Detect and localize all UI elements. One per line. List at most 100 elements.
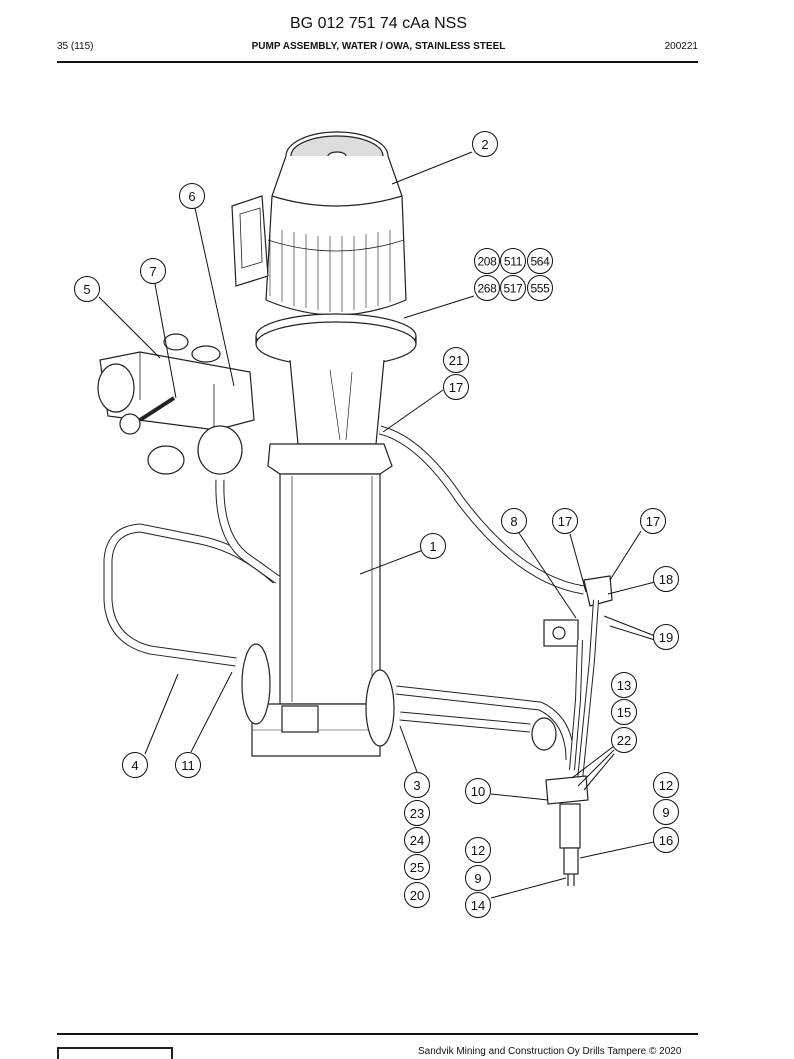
callout-circle <box>611 699 637 725</box>
callout-circle <box>552 508 578 534</box>
callout-17: 17 <box>443 374 469 400</box>
callout-label: 9 <box>662 805 669 820</box>
callout-circle <box>653 772 679 798</box>
callout-circle <box>404 800 430 826</box>
callout-label: 20 <box>410 888 424 903</box>
callout-517: 517 <box>500 275 526 301</box>
callout-circle <box>443 347 469 373</box>
callout-circle <box>474 275 500 301</box>
callout-label: 7 <box>149 264 156 279</box>
callout-label: 11 <box>181 758 195 773</box>
callout-label: 4 <box>131 758 138 773</box>
callout-label: 511 <box>504 255 523 269</box>
callout-circle <box>474 248 500 274</box>
callout-label: 25 <box>410 860 424 875</box>
callout-20: 20 <box>404 882 430 908</box>
callout-9: 9 <box>653 799 679 825</box>
leader-lines <box>98 151 656 899</box>
callout-208: 208 <box>474 248 500 274</box>
callout-label: 16 <box>659 833 673 848</box>
callout-circle <box>527 248 553 274</box>
callout-circle <box>465 837 491 863</box>
callout-label: 15 <box>617 705 631 720</box>
callout-24: 24 <box>404 827 430 853</box>
callout-label: 8 <box>510 514 517 529</box>
callout-12: 12 <box>465 837 491 863</box>
callout-12: 12 <box>653 772 679 798</box>
callout-circle <box>179 183 205 209</box>
callout-label: 10 <box>471 784 485 799</box>
callout-25: 25 <box>404 854 430 880</box>
callout-5: 5 <box>74 276 100 302</box>
callout-circle <box>653 827 679 853</box>
callout-label: 24 <box>410 833 424 848</box>
callout-17: 17 <box>552 508 578 534</box>
callout-label: 21 <box>449 353 463 368</box>
callout-label: 17 <box>449 380 463 395</box>
callout-circle <box>404 772 430 798</box>
callout-label: 5 <box>83 282 90 297</box>
callout-13: 13 <box>611 672 637 698</box>
callout-label: 14 <box>471 898 485 913</box>
callout-circle <box>527 275 553 301</box>
callout-15: 15 <box>611 699 637 725</box>
callout-19: 19 <box>653 624 679 650</box>
callout-21: 21 <box>443 347 469 373</box>
callout-label: 564 <box>530 255 550 269</box>
callout-circle <box>653 566 679 592</box>
callout-circle <box>472 131 498 157</box>
callout-circle <box>465 892 491 918</box>
callout-555: 555 <box>527 275 553 301</box>
callout-564: 564 <box>527 248 553 274</box>
callout-label: 17 <box>558 514 572 529</box>
callout-label: 517 <box>503 282 523 296</box>
callout-circle <box>653 624 679 650</box>
callout-11: 11 <box>175 752 201 778</box>
callout-2: 2 <box>472 131 498 157</box>
callout-3: 3 <box>404 772 430 798</box>
callout-label: 208 <box>477 255 497 269</box>
header-rule <box>57 61 698 63</box>
pump-linework <box>97 131 613 886</box>
callout-circle <box>500 275 526 301</box>
callout-label: 23 <box>410 806 424 821</box>
callout-circle <box>175 752 201 778</box>
callout-circle <box>122 752 148 778</box>
callout-circle <box>611 727 637 753</box>
callout-8: 8 <box>501 508 527 534</box>
callout-9: 9 <box>465 865 491 891</box>
callout-label: 22 <box>617 733 631 748</box>
callout-1: 1 <box>420 533 446 559</box>
callout-circle <box>465 778 491 804</box>
callout-14: 14 <box>465 892 491 918</box>
callout-16: 16 <box>653 827 679 853</box>
callout-label: 17 <box>646 514 660 529</box>
sandvik-logo <box>57 1047 173 1059</box>
callout-circle <box>465 865 491 891</box>
callout-label: 18 <box>659 572 673 587</box>
callout-label: 12 <box>659 778 673 793</box>
callout-268: 268 <box>474 275 500 301</box>
page-info: 35 (115) <box>57 41 94 52</box>
callout-circle <box>653 799 679 825</box>
callout-circle <box>501 508 527 534</box>
callout-circle <box>140 258 166 284</box>
callout-label: 3 <box>413 778 420 793</box>
callout-circle <box>404 882 430 908</box>
callout-label: 2 <box>481 137 488 152</box>
callout-label: 9 <box>474 871 481 886</box>
callout-circle <box>443 374 469 400</box>
callout-label: 19 <box>659 630 673 645</box>
footer-copyright: Sandvik Mining and Construction Oy Drill… <box>418 1046 682 1057</box>
callout-circle <box>611 672 637 698</box>
callout-4: 4 <box>122 752 148 778</box>
callout-circle <box>404 854 430 880</box>
callout-6: 6 <box>179 183 205 209</box>
callout-10: 10 <box>465 778 491 804</box>
callout-label: 555 <box>530 282 550 296</box>
callout-label: 12 <box>471 843 485 858</box>
callout-circle <box>500 248 526 274</box>
callout-label: 1 <box>429 539 436 554</box>
